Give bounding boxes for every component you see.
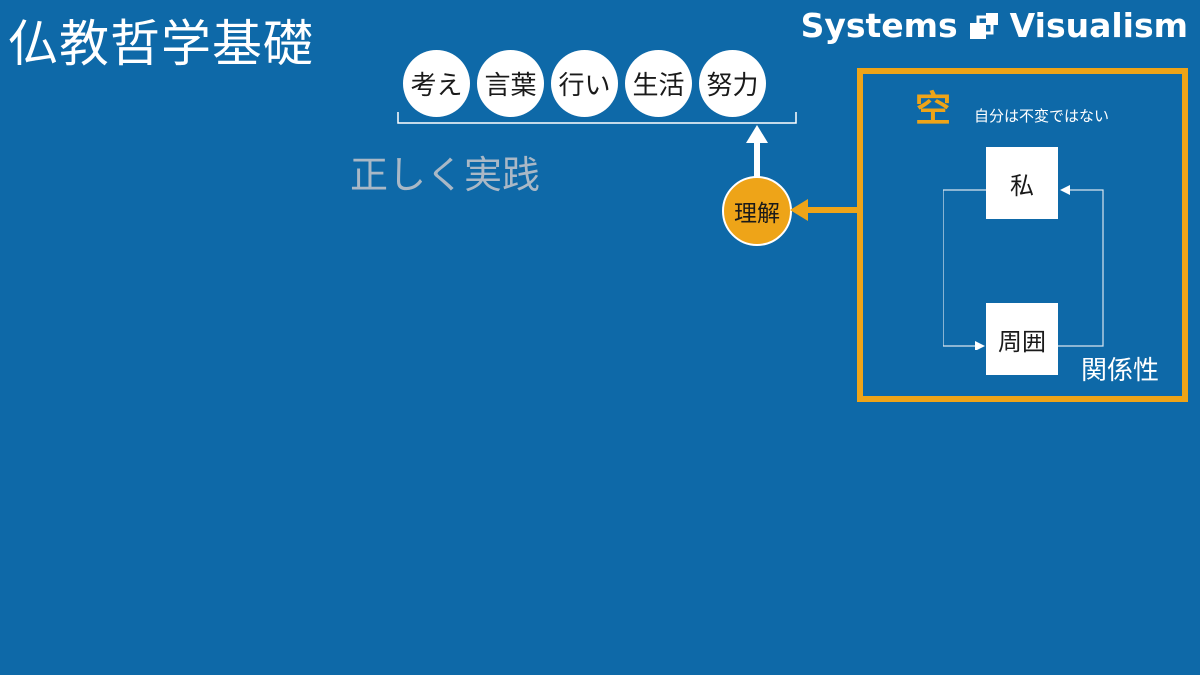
practice-circle-thought: 考え [403,50,470,117]
practice-circle-speech: 言葉 [477,50,544,117]
practice-circles: 考え 言葉 行い 生活 努力 [403,50,766,117]
flowchart-icon [968,11,1000,41]
emptiness-heading: 空 [915,89,952,130]
brand-left-text: Systems [800,6,958,45]
emptiness-box: 空 自分は不変ではない 私 周囲 関係性 [857,68,1188,402]
practice-circle-effort: 努力 [699,50,766,117]
understanding-circle: 理解 [722,176,792,246]
up-arrow-icon [746,125,768,177]
practice-circle-action: 行い [551,50,618,117]
surroundings-node: 周囲 [986,303,1058,375]
left-arrow-icon [790,199,862,221]
brand-right-text: Visualism [1009,6,1188,45]
page-title: 仏教哲学基礎 [8,15,314,73]
brand-logo: Systems Visualism [801,6,1188,46]
self-node: 私 [986,147,1058,219]
practice-bracket [397,112,797,124]
practice-label: 正しく実践 [350,153,541,197]
emptiness-description: 自分は不変ではない [974,107,1110,125]
relation-label: 関係性 [1081,356,1160,386]
relationship-loop [943,185,1104,350]
practice-circle-livelihood: 生活 [625,50,692,117]
